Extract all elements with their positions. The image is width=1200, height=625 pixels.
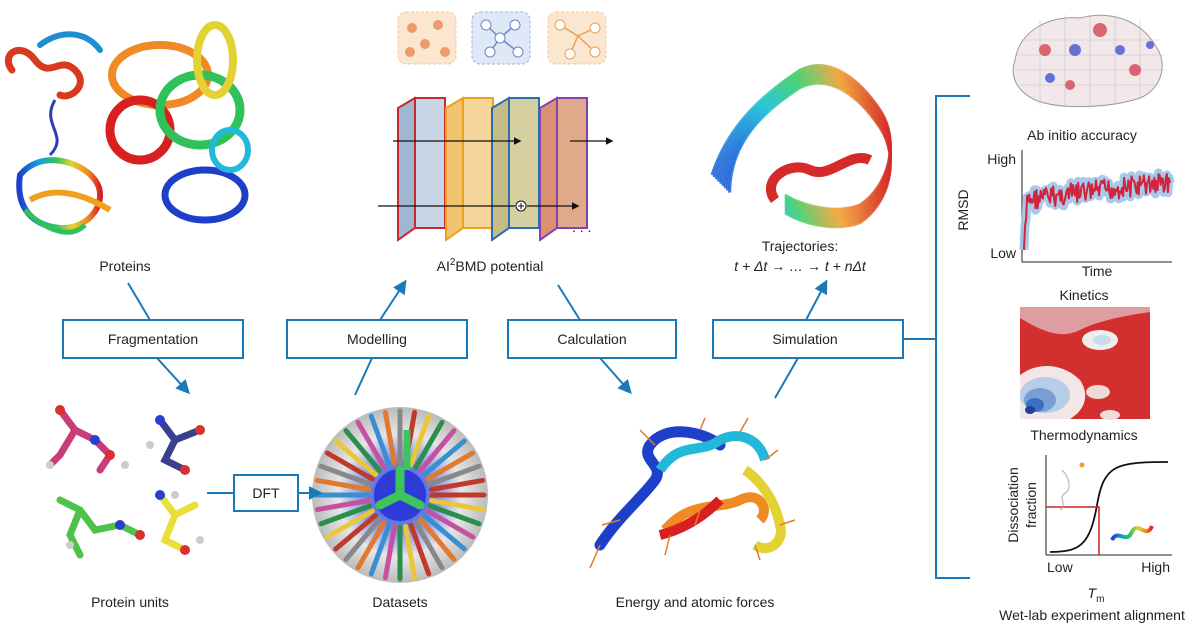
dissociation-ylabel-line1: Dissociation bbox=[1005, 467, 1021, 542]
simulation-label: Simulation bbox=[772, 331, 837, 347]
trajectories-label: Trajectories: bbox=[762, 238, 839, 254]
proteins-label: Proteins bbox=[99, 258, 150, 274]
ab-initio-label: Ab initio accuracy bbox=[1027, 127, 1137, 143]
potential-label: AI2BMD potential bbox=[437, 257, 544, 274]
calculation-label: Calculation bbox=[557, 331, 626, 347]
free-energy-heatmap bbox=[1020, 307, 1150, 420]
thermodynamics-label: Thermodynamics bbox=[1030, 427, 1137, 443]
simulation-step: Simulation bbox=[712, 319, 904, 359]
modelling-label: Modelling bbox=[347, 331, 407, 347]
trajectory-bundle-icon bbox=[710, 64, 892, 229]
dissociation-xlabel: Tm bbox=[1088, 585, 1105, 605]
energy-forces-label: Energy and atomic forces bbox=[616, 594, 775, 610]
dft-step: DFT bbox=[233, 474, 299, 512]
kinetics-label: Kinetics bbox=[1059, 287, 1108, 303]
rmsd-high-tick: High bbox=[987, 151, 1016, 167]
rmsd-ylabel: RMSD bbox=[955, 189, 971, 230]
dissociation-xlow: Low bbox=[1047, 559, 1074, 575]
dft-label: DFT bbox=[252, 485, 280, 501]
protein-units-label: Protein units bbox=[91, 594, 169, 610]
rmsd-xlabel: Time bbox=[1082, 263, 1113, 279]
trajectory-formula: t + Δt → … → t + nΔt bbox=[734, 258, 867, 274]
ellipsis-label: . . . bbox=[572, 219, 591, 235]
fragmentation-label: Fragmentation bbox=[108, 331, 198, 347]
rmsd-plot: RMSD High Low Time bbox=[955, 150, 1175, 279]
molecule-stick-icon bbox=[46, 405, 205, 559]
helix-force-icon bbox=[589, 417, 796, 569]
modelling-step: Modelling bbox=[286, 319, 468, 359]
rmsd-low-tick: Low bbox=[990, 245, 1017, 261]
dataset-sphere-icon bbox=[312, 407, 488, 583]
wetlab-label: Wet-lab experiment alignment bbox=[999, 607, 1185, 623]
datasets-label: Datasets bbox=[372, 594, 427, 610]
dissociation-xhigh: High bbox=[1141, 559, 1170, 575]
fragmentation-step: Fragmentation bbox=[62, 319, 244, 359]
protein-ribbon-icon bbox=[4, 21, 251, 235]
density-mesh-icon bbox=[1012, 14, 1165, 108]
dissociation-ylabel-line2: fraction bbox=[1023, 482, 1039, 528]
neural-layer-icon: . . . bbox=[378, 11, 614, 242]
flow-arrows bbox=[127, 95, 970, 579]
dissociation-plot: Dissociation fraction Low High Tm bbox=[1005, 455, 1172, 605]
calculation-step: Calculation bbox=[507, 319, 677, 359]
